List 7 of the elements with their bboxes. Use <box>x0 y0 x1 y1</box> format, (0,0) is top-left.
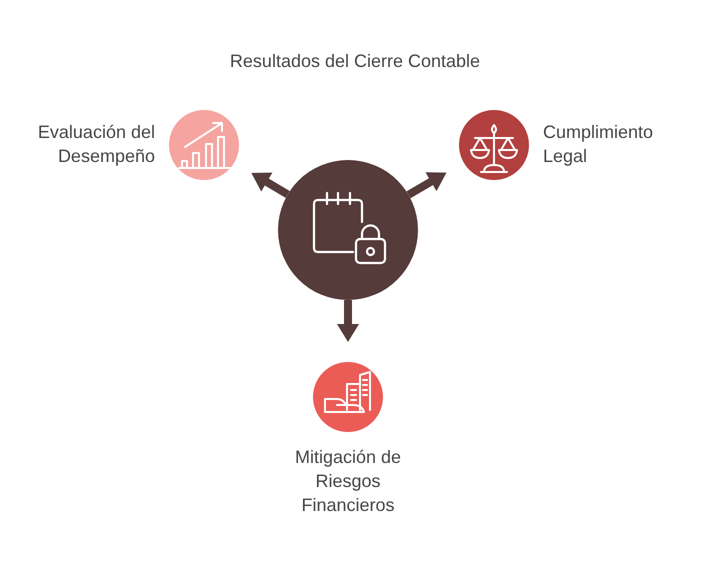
arrow <box>406 172 446 198</box>
node-label: Evaluación del Desempeño <box>36 121 155 168</box>
arrow <box>251 172 290 198</box>
node-label: Cumplimiento Legal <box>543 121 654 168</box>
diagram-title: Resultados del Cierre Contable <box>228 50 482 73</box>
arrow <box>337 300 359 342</box>
node-label: Mitigación de Riesgos Financieros <box>294 446 402 517</box>
